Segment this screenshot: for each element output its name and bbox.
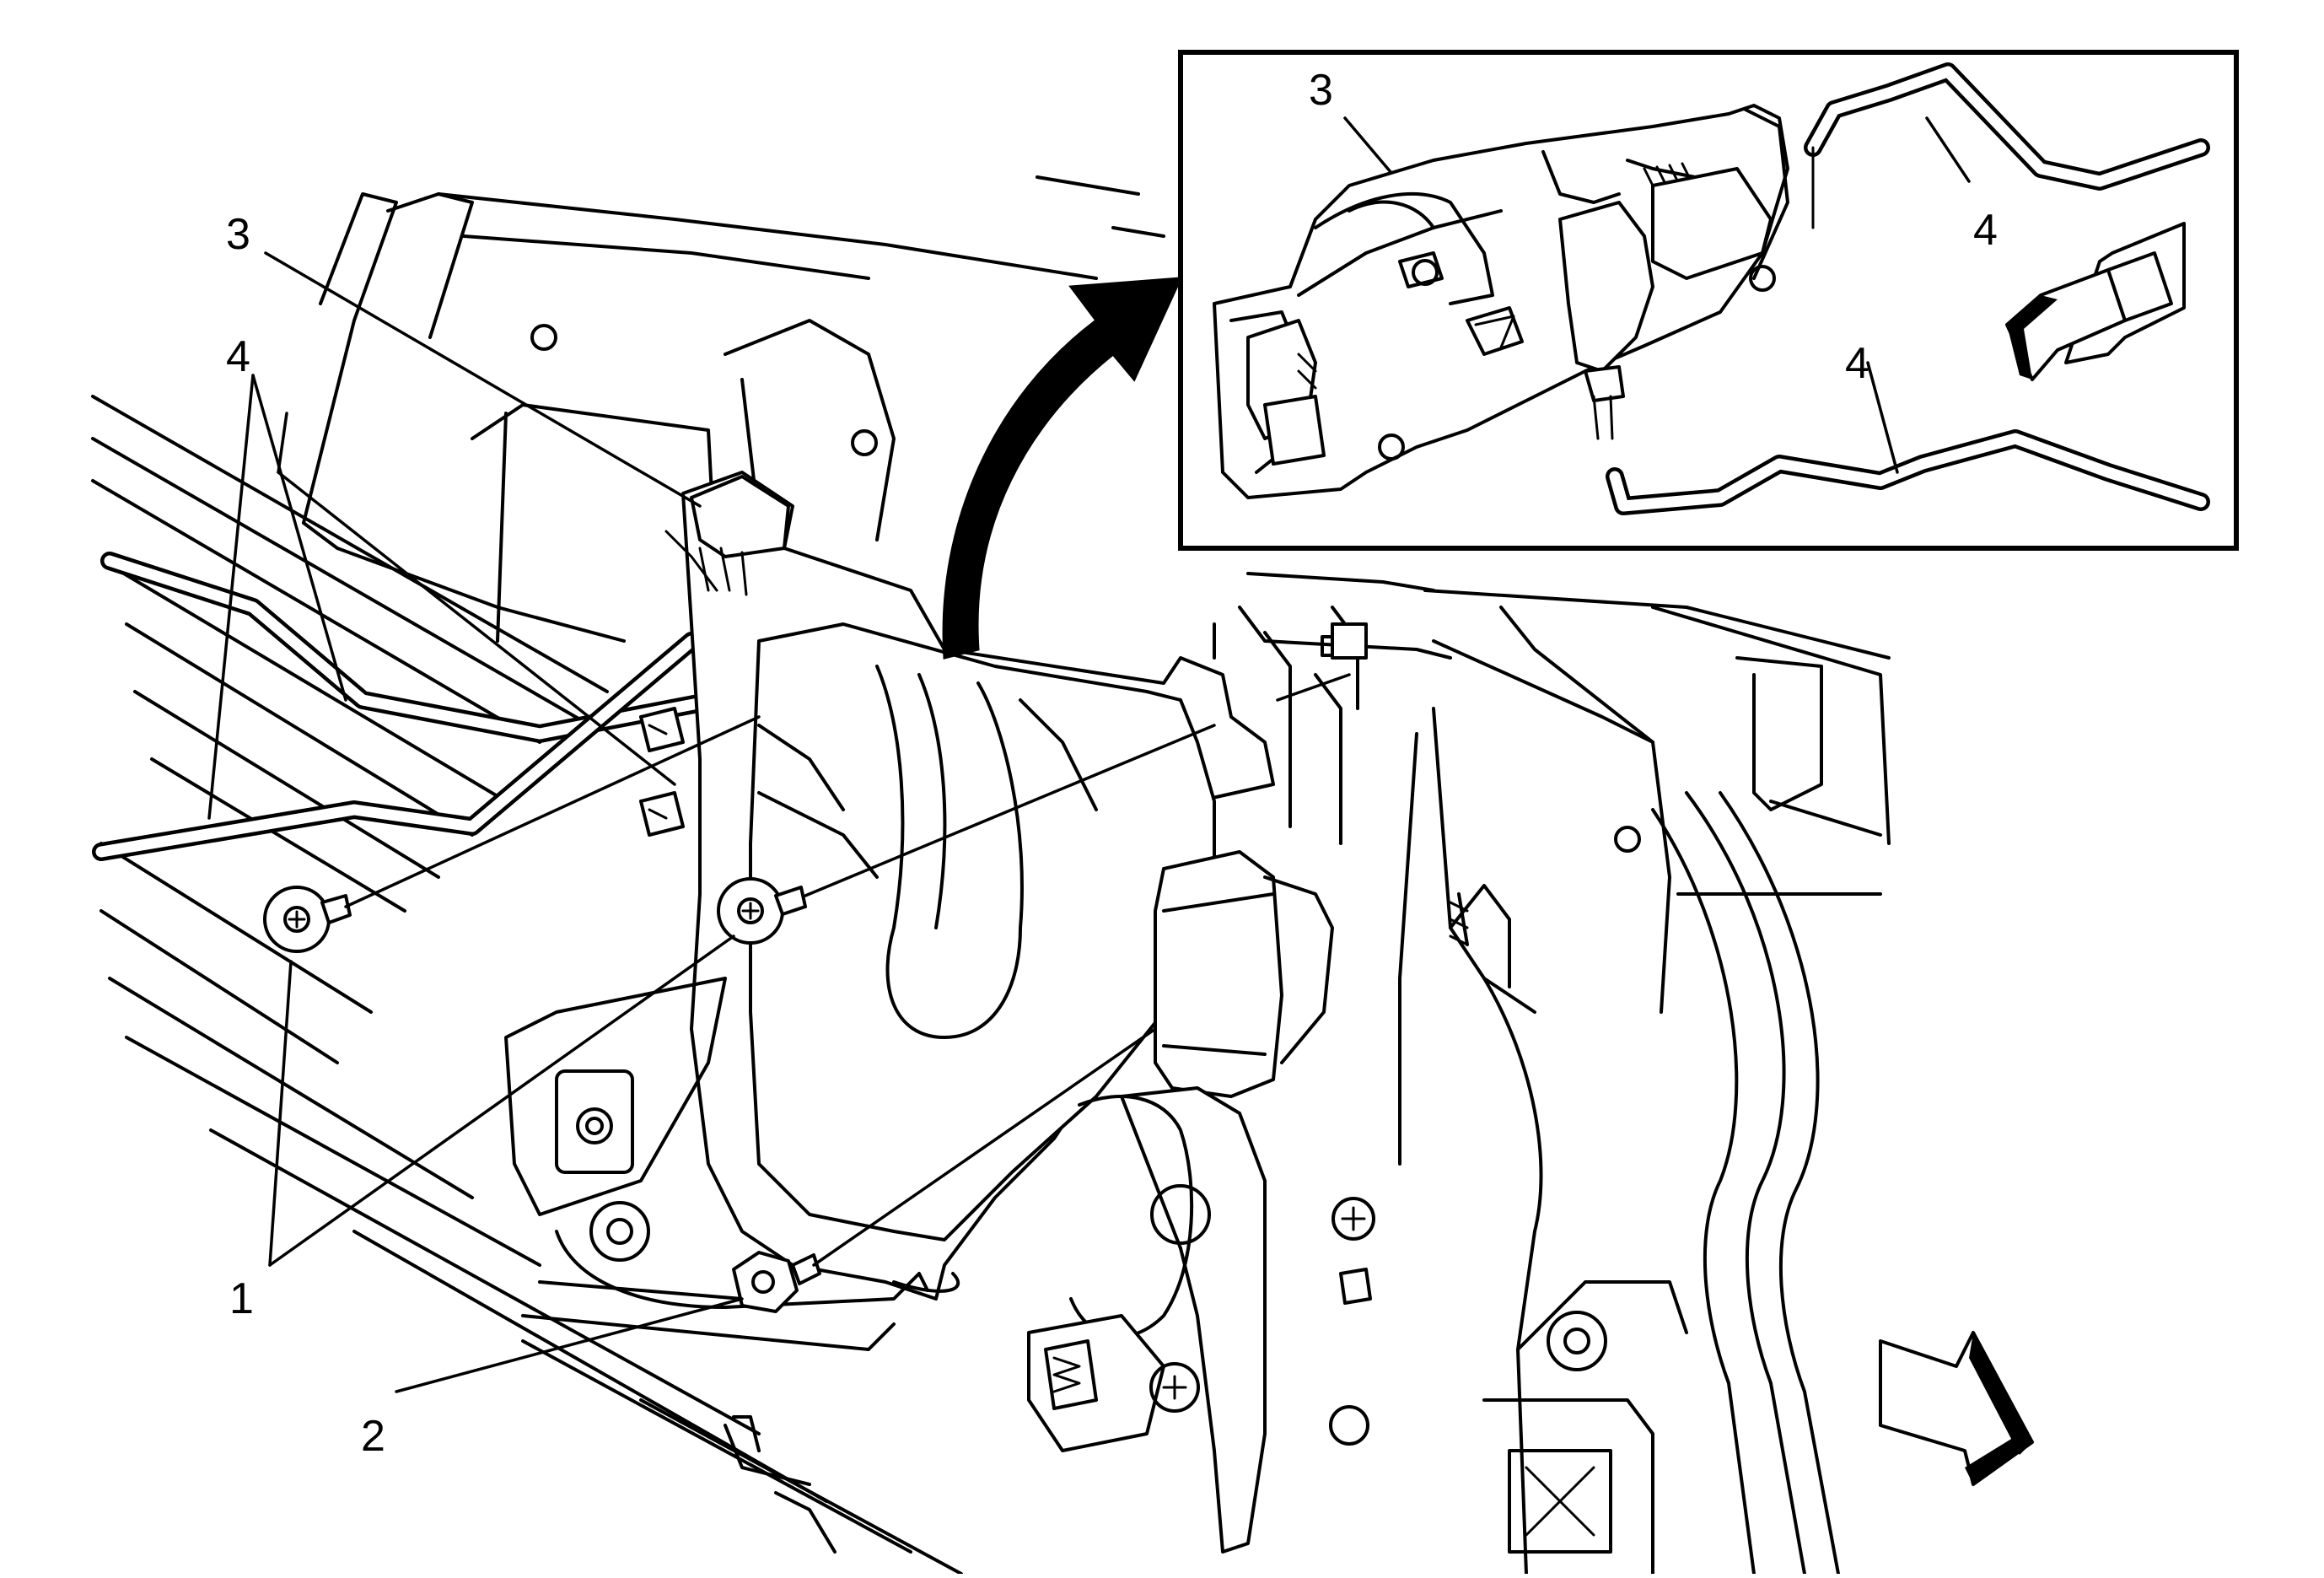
curved-arrow-icon — [942, 277, 1183, 660]
bolt-2-hex — [732, 1251, 821, 1313]
callout-4-inset-lower: 4 — [1845, 339, 1869, 388]
bolt-1-left — [263, 886, 352, 953]
callout-3-inset: 3 — [1309, 66, 1333, 115]
leader-1-main-a — [268, 960, 293, 1267]
callout-4-inset-upper: 4 — [1973, 206, 1998, 255]
inset-rod-upper — [1804, 62, 2210, 229]
callout-2-main: 2 — [361, 1412, 385, 1461]
leader-4-main-b — [251, 374, 347, 702]
leader-4-inset-upper — [1925, 116, 1971, 183]
callout-4-main: 4 — [226, 332, 250, 381]
direction-arrow-icon — [1879, 1331, 2034, 1486]
bolt-1-right — [717, 877, 807, 945]
direction-arrow-icon-inset — [2005, 222, 2186, 381]
leader-1-main-b — [268, 934, 735, 1267]
callout-1-main: 1 — [229, 1274, 254, 1323]
inside-handle-assembly — [504, 471, 1375, 1554]
leader-2-main — [395, 1297, 744, 1393]
callout-3-main: 3 — [226, 210, 250, 259]
leader-4-main-a — [207, 374, 255, 820]
inset-detail-view: 3 4 4 — [1178, 50, 2239, 551]
leader-4-inset-lower — [1866, 361, 1899, 474]
inset-handle-assembly — [1213, 104, 1789, 499]
leader-3-inset — [1343, 116, 1393, 175]
door-panel-background — [91, 175, 1891, 1575]
inset-rod-lower — [1606, 429, 2210, 515]
leader-3-main — [264, 251, 702, 508]
